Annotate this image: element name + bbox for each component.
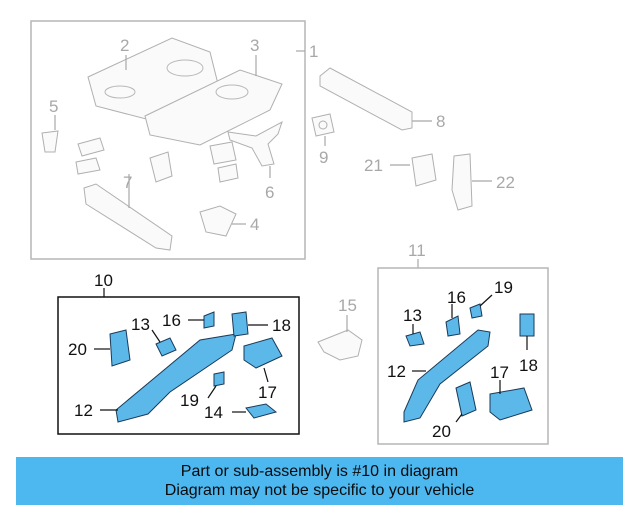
part-12-rail-right bbox=[403, 329, 491, 423]
callout-4: 4 bbox=[250, 215, 259, 234]
part-2-floor-detail bbox=[166, 59, 204, 77]
part-17-bracket bbox=[243, 337, 283, 369]
callout-8: 8 bbox=[436, 112, 445, 131]
small-bracket-c bbox=[149, 151, 173, 183]
part-17-bracket-right bbox=[489, 387, 533, 421]
right-leaders bbox=[412, 294, 528, 423]
callout-18-left: 18 bbox=[272, 316, 291, 335]
part-8-member bbox=[319, 67, 413, 131]
part-18-bracket bbox=[231, 311, 249, 337]
part-3-floor-detail bbox=[215, 84, 249, 100]
callout-18-right: 18 bbox=[519, 356, 538, 375]
part-19-bracket-right bbox=[469, 303, 483, 319]
callout-16-left: 16 bbox=[162, 311, 181, 330]
part-15-bracket bbox=[317, 329, 363, 361]
callout-11: 11 bbox=[408, 241, 426, 260]
callout-17-right: 17 bbox=[490, 363, 509, 382]
banner-line-2: Diagram may not be specific to your vehi… bbox=[164, 482, 475, 499]
callout-14-left: 14 bbox=[204, 403, 223, 422]
small-bracket-d bbox=[209, 141, 237, 165]
part-9-hole bbox=[318, 120, 328, 130]
part-16-bracket bbox=[203, 311, 215, 329]
assembly-10-group: 10 13 16 18 20 12 19 bbox=[57, 271, 300, 435]
callout-6: 6 bbox=[265, 183, 274, 202]
callout-15: 15 bbox=[338, 296, 357, 315]
assembly-box-11 bbox=[377, 267, 549, 445]
part-21-bracket bbox=[411, 153, 437, 187]
part-20-bracket bbox=[109, 329, 131, 367]
callout-22: 22 bbox=[496, 173, 515, 192]
callout-10: 10 bbox=[94, 271, 113, 290]
callout-21: 21 bbox=[364, 156, 383, 175]
assembly-11-group: 11 16 19 13 18 12 17 20 bbox=[377, 241, 549, 445]
info-banner: Part or sub-assembly is #10 in diagram D… bbox=[16, 457, 623, 505]
callout-3: 3 bbox=[250, 36, 259, 55]
assembly-box-10 bbox=[57, 296, 300, 435]
part-6-crossmember bbox=[227, 120, 283, 167]
part-14-bracket bbox=[245, 403, 278, 419]
top-leaders bbox=[54, 50, 492, 225]
part-20-bracket-right bbox=[455, 381, 477, 417]
callout-20-right: 20 bbox=[432, 422, 451, 441]
callout-19-left: 19 bbox=[180, 391, 199, 410]
part-5-bracket bbox=[41, 130, 59, 153]
callout-7: 7 bbox=[123, 173, 132, 192]
callout-5: 5 bbox=[49, 97, 58, 116]
callout-12-right: 12 bbox=[387, 362, 406, 381]
callout-20-left: 20 bbox=[68, 340, 87, 359]
callout-9: 9 bbox=[319, 148, 328, 167]
part-9-plate bbox=[311, 113, 335, 137]
small-bracket-e bbox=[217, 163, 239, 183]
callout-17-left: 17 bbox=[258, 383, 277, 402]
small-bracket-b bbox=[75, 157, 101, 175]
part-13-bracket-right bbox=[405, 331, 425, 347]
part-19-bracket bbox=[213, 371, 225, 387]
callout-19-right: 19 bbox=[494, 278, 513, 297]
part-16-bracket-right bbox=[445, 315, 461, 337]
floor-pan-group: 2 3 1 5 7 6 4 bbox=[30, 20, 492, 260]
callout-13-left: 13 bbox=[131, 315, 150, 334]
part-2-floor-detail-2 bbox=[104, 85, 136, 99]
callout-1: 1 bbox=[309, 42, 318, 61]
part-4-bracket bbox=[199, 205, 237, 237]
part-12-rail bbox=[115, 333, 237, 423]
part-18-bracket-right bbox=[519, 313, 535, 337]
part-22-bracket bbox=[451, 153, 473, 211]
callout-12-left: 12 bbox=[74, 401, 93, 420]
part-3-floor-pan bbox=[144, 69, 283, 146]
part-13-bracket bbox=[155, 337, 177, 357]
left-leaders bbox=[94, 319, 269, 413]
banner-line-1: Part or sub-assembly is #10 in diagram bbox=[180, 463, 459, 480]
callout-16-right: 16 bbox=[447, 288, 466, 307]
callout-2: 2 bbox=[120, 36, 129, 55]
assembly-box-1 bbox=[30, 20, 306, 260]
callout-13-right: 13 bbox=[403, 306, 422, 325]
part-7-rail bbox=[83, 183, 173, 251]
small-bracket-a bbox=[77, 137, 105, 157]
